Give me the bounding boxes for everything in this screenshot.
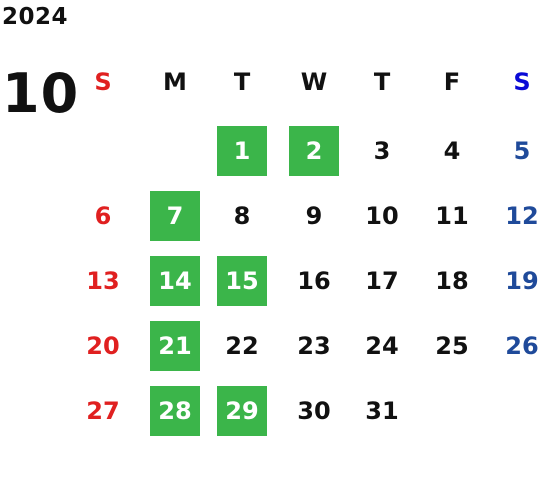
weekday-header-6: S [513,68,531,96]
day-cell-1[interactable]: 1 [217,126,267,176]
day-cell-12[interactable]: 12 [505,202,539,230]
day-cell-29[interactable]: 29 [217,386,267,436]
year-label: 2024 [2,4,69,30]
day-cell-2[interactable]: 2 [289,126,339,176]
day-cell-15[interactable]: 15 [217,256,267,306]
day-cell-25[interactable]: 25 [435,332,469,360]
day-cell-5[interactable]: 5 [513,137,531,165]
day-cell-30[interactable]: 30 [297,397,331,425]
weekday-header-5: F [443,68,461,96]
day-cell-21[interactable]: 21 [150,321,200,371]
day-cell-8[interactable]: 8 [233,202,251,230]
weekday-header-1: M [163,68,187,96]
day-cell-9[interactable]: 9 [305,202,323,230]
weekday-header-2: T [233,68,251,96]
day-cell-18[interactable]: 18 [435,267,469,295]
day-cell-11[interactable]: 11 [435,202,469,230]
day-cell-19[interactable]: 19 [505,267,539,295]
day-cell-20[interactable]: 20 [86,332,120,360]
day-cell-23[interactable]: 23 [297,332,331,360]
day-cell-13[interactable]: 13 [86,267,120,295]
day-cell-22[interactable]: 22 [225,332,259,360]
day-cell-27[interactable]: 27 [86,397,120,425]
weekday-header-4: T [373,68,391,96]
day-cell-14[interactable]: 14 [150,256,200,306]
weekday-header-3: W [300,68,328,96]
day-cell-6[interactable]: 6 [94,202,112,230]
month-label: 10 [2,62,80,125]
day-cell-4[interactable]: 4 [443,137,461,165]
day-cell-31[interactable]: 31 [365,397,399,425]
day-cell-7[interactable]: 7 [150,191,200,241]
day-cell-17[interactable]: 17 [365,267,399,295]
day-cell-16[interactable]: 16 [297,267,331,295]
day-cell-24[interactable]: 24 [365,332,399,360]
day-cell-28[interactable]: 28 [150,386,200,436]
day-cell-26[interactable]: 26 [505,332,539,360]
day-cell-10[interactable]: 10 [365,202,399,230]
day-cell-3[interactable]: 3 [373,137,391,165]
weekday-header-0: S [94,68,112,96]
